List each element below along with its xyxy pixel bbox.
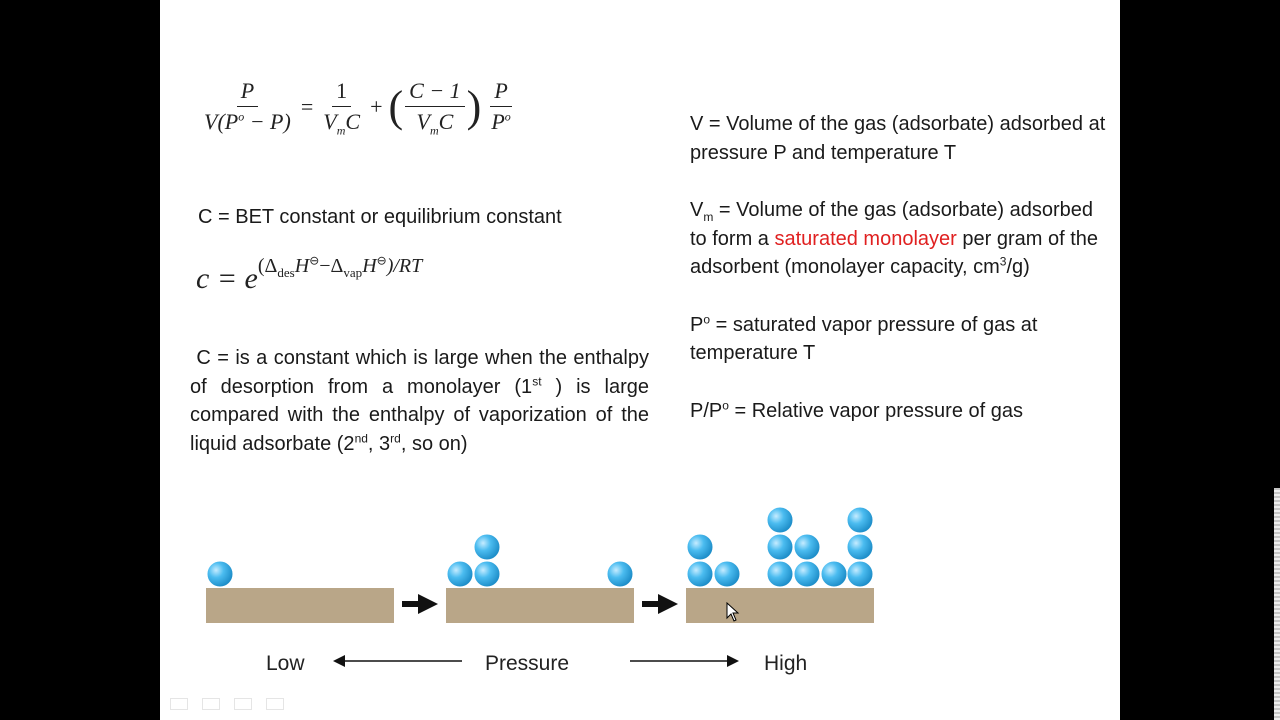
surface-mid bbox=[446, 588, 634, 623]
c-desc-sup2: nd bbox=[354, 430, 368, 445]
sphere bbox=[206, 560, 234, 588]
c-desc-sup1: st bbox=[532, 373, 542, 388]
high-label: High bbox=[764, 652, 807, 675]
def-ppo: P/Po = Relative vapor pressure of gas bbox=[690, 397, 1110, 426]
term2-den-end: C bbox=[438, 109, 454, 134]
def-vm-text2: per gram of the adsorbent (monolayer cap… bbox=[690, 227, 1098, 279]
c-eq-h1: H bbox=[294, 255, 310, 277]
def-vm: Vm = Volume of the gas (adsorbate) adsor… bbox=[690, 196, 1110, 282]
c-desc-part2: ) is large compared with the enthalpy of… bbox=[190, 375, 649, 455]
term3-fraction: P Po bbox=[487, 78, 514, 135]
sphere bbox=[606, 560, 634, 588]
term3-den: P bbox=[491, 109, 505, 134]
term1-num: 1 bbox=[332, 78, 352, 107]
equals-sign: = bbox=[300, 93, 314, 119]
c-eq-h2: H bbox=[362, 255, 377, 277]
term2-num: C − 1 bbox=[409, 78, 461, 103]
plus-sign: + bbox=[370, 93, 383, 119]
lhs-fraction: P V(Po − P) bbox=[200, 78, 295, 135]
c-eq-std1: ⊖ bbox=[309, 253, 320, 268]
open-paren: ( bbox=[388, 81, 404, 131]
step-arrow-2 bbox=[642, 594, 678, 614]
def-po: Po = saturated vapor pressure of gas at … bbox=[690, 311, 1110, 368]
c-eq-lhs: c = e bbox=[196, 262, 258, 295]
def-po-p: P bbox=[690, 313, 704, 336]
sphere bbox=[713, 560, 741, 588]
adsorption-diagram: Low Pressure High bbox=[206, 506, 874, 675]
c-equation: c = e(ΔdesH⊖−ΔvapH⊖)/RT bbox=[196, 254, 422, 296]
low-label: Low bbox=[266, 652, 305, 675]
term2-fraction: C − 1 VmC bbox=[405, 78, 465, 138]
c-desc-part3: , 3 bbox=[367, 432, 391, 455]
lhs-den: V(P bbox=[204, 109, 239, 134]
close-paren: ) bbox=[466, 81, 482, 131]
def-vm-sup: 3 bbox=[999, 254, 1007, 269]
term3-den-sup: o bbox=[504, 109, 511, 124]
sphere bbox=[846, 560, 874, 588]
sphere bbox=[766, 506, 794, 534]
term2-den-sub: m bbox=[429, 123, 439, 138]
lhs-num: P bbox=[240, 78, 255, 103]
term2-den: V bbox=[416, 109, 430, 134]
c-desc-sup3: rd bbox=[390, 430, 401, 445]
term1-fraction: 1 VmC bbox=[319, 78, 364, 138]
sphere bbox=[793, 560, 821, 588]
def-vm-text3: /g) bbox=[1006, 256, 1030, 278]
mouse-cursor-icon bbox=[726, 602, 740, 622]
bet-constant-label: C = BET constant or equilibrium constant bbox=[198, 206, 562, 228]
side-scrollbar[interactable] bbox=[1274, 488, 1280, 720]
c-desc-part1: C = is a constant which is large when th… bbox=[190, 347, 649, 398]
def-po-sup: o bbox=[703, 311, 711, 326]
def-v: V = Volume of the gas (adsorbate) adsorb… bbox=[690, 110, 1110, 167]
def-vm-v: V bbox=[690, 199, 704, 221]
sphere bbox=[686, 560, 714, 588]
slide: P V(Po − P) = 1 VmC + ( C − 1 VmC ) P Po… bbox=[160, 0, 1120, 720]
sphere bbox=[473, 533, 501, 561]
pen-icon[interactable] bbox=[202, 698, 220, 710]
def-vm-text1: = Volume of the gas (adsorbate) adsorbed… bbox=[690, 199, 1094, 250]
next-slide-icon[interactable] bbox=[266, 698, 284, 710]
sphere bbox=[820, 560, 848, 588]
sphere bbox=[846, 533, 874, 561]
sphere bbox=[846, 506, 874, 534]
c-eq-tail: )/RT bbox=[386, 255, 423, 277]
bet-equation: P V(Po − P) = 1 VmC + ( C − 1 VmC ) P Po bbox=[200, 78, 515, 138]
surface-low bbox=[206, 588, 394, 623]
sphere bbox=[446, 560, 474, 588]
def-ppo-p: P/P bbox=[690, 399, 723, 422]
lhs-den-sup: o bbox=[238, 109, 245, 124]
def-po-text: = saturated vapor pressure of gas at tem… bbox=[690, 313, 1038, 365]
term1-den-sub: m bbox=[336, 123, 346, 138]
menu-icon[interactable] bbox=[234, 698, 252, 710]
term1-den: V bbox=[323, 109, 337, 134]
sphere bbox=[686, 533, 714, 561]
sphere bbox=[766, 560, 794, 588]
c-eq-minus: −Δ bbox=[319, 255, 344, 277]
c-eq-exp: (Δ bbox=[257, 255, 278, 277]
c-eq-std2: ⊖ bbox=[376, 253, 387, 268]
sphere bbox=[793, 533, 821, 561]
slideshow-controls[interactable] bbox=[170, 698, 284, 710]
sphere bbox=[473, 560, 501, 588]
prev-slide-icon[interactable] bbox=[170, 698, 188, 710]
def-vm-highlight: saturated monolayer bbox=[774, 227, 957, 250]
surface-high bbox=[686, 588, 874, 623]
term1-den-end: C bbox=[345, 109, 361, 134]
lhs-den-end: − P) bbox=[244, 109, 291, 134]
c-eq-des: des bbox=[277, 265, 295, 280]
definitions: V = Volume of the gas (adsorbate) adsorb… bbox=[690, 110, 1110, 425]
def-vm-sub: m bbox=[703, 210, 714, 224]
def-v-text: V = Volume of the gas (adsorbate) adsorb… bbox=[690, 113, 1106, 164]
term3-num: P bbox=[494, 78, 508, 103]
def-ppo-text: = Relative vapor pressure of gas bbox=[728, 399, 1023, 422]
def-ppo-sup: o bbox=[722, 397, 729, 412]
pressure-label: Pressure bbox=[485, 652, 569, 675]
step-arrow-1 bbox=[402, 594, 438, 614]
c-description: C = is a constant which is large when th… bbox=[190, 344, 649, 458]
c-desc-part4: , so on) bbox=[400, 432, 468, 455]
c-eq-vap: vap bbox=[343, 265, 363, 280]
sphere bbox=[766, 533, 794, 561]
